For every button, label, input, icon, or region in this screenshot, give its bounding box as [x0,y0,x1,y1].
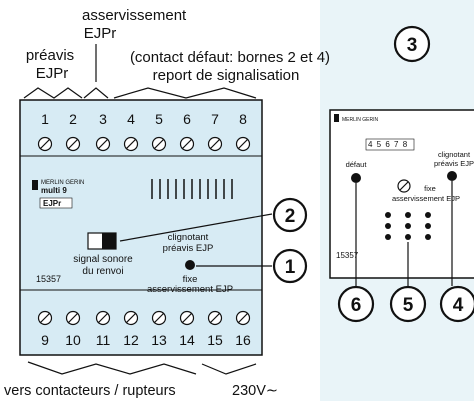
callout-number: 5 [403,295,414,316]
led-clignotant-label-2: préavis EJP [163,243,214,254]
callout-number: 2 [285,206,296,227]
led-fixe-label-2: asservissement EJP [147,284,233,295]
detail-clignotant-led [447,171,457,181]
callout-3: 3 [393,25,431,63]
led-indicator [185,260,195,270]
terminal-number: 16 [235,332,251,348]
screw-terminal[interactable] [37,136,53,152]
terminal-number: 2 [69,111,77,127]
brace-asservissement [83,87,109,99]
terminal-number: 7 [211,111,219,127]
detail-terminal-strip: 4 5 6 7 8 [368,140,408,149]
screw-terminal[interactable] [123,136,139,152]
screw-terminal[interactable] [207,136,223,152]
terminal-number: 10 [65,332,81,348]
terminal-number: 11 [96,332,111,348]
callout-number: 6 [351,295,362,316]
main-module [19,99,263,356]
detail-module [329,109,474,279]
label-asservissement: asservissement [82,7,187,24]
detail-strip-box [365,138,415,151]
label-voltage: 230V∼ [232,383,278,399]
terminal-number: 6 [183,111,191,127]
terminal-number: 8 [239,111,247,127]
brace-contacteurs [27,361,197,375]
callout-4: 4 [439,285,474,323]
terminal-number: 5 [155,111,163,127]
screw-terminal[interactable] [151,136,167,152]
screw-terminal[interactable] [235,136,251,152]
callout-2: 2 [272,197,308,233]
terminal-number: 9 [41,332,49,348]
bottom-terminal-numbers: 9 10 11 12 13 14 15 16 [41,332,251,348]
detail-dot-grid [385,212,431,240]
top-terminal-numbers: 1 2 3 4 5 6 7 8 [41,111,247,127]
terminal-number: 3 [99,111,107,127]
brace-voltage [201,363,257,375]
screw-terminal[interactable] [65,136,81,152]
screw-terminal[interactable] [95,310,111,326]
callout-5: 5 [389,285,427,323]
terminal-number: 14 [179,332,195,348]
screw-terminal[interactable] [123,310,139,326]
model-name: EJPr [43,199,61,208]
callout-number: 3 [407,35,418,56]
screw-terminal[interactable] [151,310,167,326]
terminal-number: 13 [151,332,167,348]
detail-adjust-screw[interactable] [397,179,411,193]
module-reference: 15357 [36,274,61,284]
callout-line-2 [119,213,273,242]
brace-preavis [23,87,83,99]
label-vers-contacteurs: vers contacteurs / rupteurs [4,383,176,399]
detail-fixe-label-2: asservissement EJP [392,194,460,203]
label-report-signalisation: report de signalisation [153,67,300,84]
model-badge [39,197,73,209]
detail-defaut-label: défaut [346,160,368,169]
screw-terminal[interactable] [235,310,251,326]
callout-number: 4 [453,295,464,316]
brand-name: MERLIN GERIN [41,180,84,186]
terminal-number: 1 [41,111,49,127]
screw-terminal[interactable] [179,136,195,152]
brand-block: MERLIN GERIN multi 9 EJPr [32,180,84,209]
callout-1: 1 [272,248,308,284]
bottom-screws[interactable] [37,310,251,326]
product-name: multi 9 [41,186,67,195]
detail-clignotant-label-2: préavis EJP [434,159,474,168]
terminal-number: 4 [127,111,135,127]
screw-terminal[interactable] [65,310,81,326]
top-screws[interactable] [37,136,251,152]
led-clignotant-label-1: clignotant [168,232,209,243]
label-contact-defaut: (contact défaut: bornes 2 et 4) [130,49,330,66]
label-asservissement-ejpr: EJPr [84,25,117,42]
switch-label-1: signal sonore [73,254,133,265]
terminal-number: 12 [123,332,139,348]
detail-defaut-led [351,173,361,183]
detail-clignotant-label-1: clignotant [438,150,471,159]
label-preavis: préavis [26,47,74,64]
brand-logo-icon [32,180,38,190]
callout-6: 6 [337,285,375,323]
screw-terminal[interactable] [37,310,53,326]
callout-number: 1 [285,257,296,278]
brace-report [113,87,257,99]
led-fixe-label-1: fixe [183,274,198,285]
bar-strip-graphic [151,179,233,199]
screw-terminal[interactable] [95,136,111,152]
detail-reference: 15357 [336,251,359,260]
buzzer-switch[interactable] [87,232,117,250]
terminal-number: 15 [207,332,223,348]
screw-terminal[interactable] [207,310,223,326]
screw-terminal[interactable] [179,310,195,326]
label-preavis-ejpr: EJPr [36,65,69,82]
detail-brand: MERLIN GERIN [342,117,379,123]
switch-label-2: du renvoi [82,266,123,277]
detail-fixe-label-1: fixe [424,184,436,193]
detail-logo-icon [334,114,339,122]
